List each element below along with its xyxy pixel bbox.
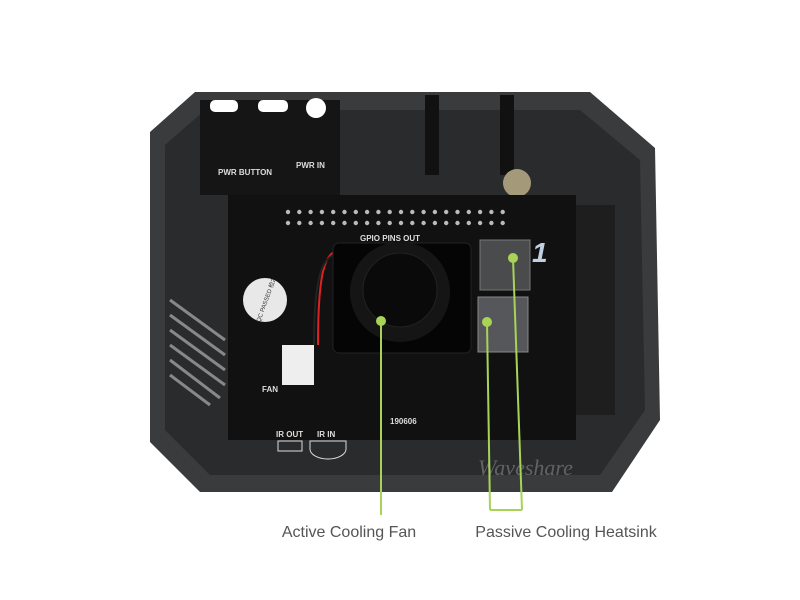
cooling-fan xyxy=(332,242,472,354)
qc-sticker: QC PASSED 检2 xyxy=(243,277,287,323)
gpio-pin xyxy=(353,209,358,215)
gpio-pin xyxy=(398,209,404,215)
gpio-pin xyxy=(331,220,336,226)
gpio-pin xyxy=(421,209,426,215)
pwr-button-label: PWR BUTTON xyxy=(218,168,272,177)
gpio-pin xyxy=(432,220,438,226)
gpio-pin xyxy=(387,220,392,226)
gpio-pin xyxy=(342,220,347,226)
gpio-pin xyxy=(308,220,313,226)
watermark: Waveshare xyxy=(478,455,573,480)
pwr-in-label: PWR IN xyxy=(296,161,325,170)
gpio-pin xyxy=(466,220,471,226)
gpio-pin xyxy=(500,209,505,215)
callout-lines xyxy=(376,253,523,515)
gpio-pin xyxy=(489,209,494,215)
gpio-pin xyxy=(466,209,471,215)
gpio-pin xyxy=(387,209,392,215)
gpio-pin xyxy=(477,209,483,215)
gpio-pin xyxy=(398,220,404,226)
gpio-pin xyxy=(353,220,358,226)
gpio-pin xyxy=(319,209,325,215)
gpio-pin xyxy=(331,209,336,215)
fan-label: FAN xyxy=(262,385,278,394)
gpio-pin xyxy=(455,209,460,215)
gpio-pin xyxy=(477,220,483,226)
gpio-pin xyxy=(410,220,415,226)
svg-text:1: 1 xyxy=(532,237,548,268)
gpio-label: GPIO PINS OUT xyxy=(360,234,420,243)
callout-heatsink-label: Passive Cooling Heatsink xyxy=(475,524,657,541)
callout-fan-label: Active Cooling Fan xyxy=(281,524,417,541)
ir-in-label: IR IN xyxy=(317,430,335,439)
gpio-pin xyxy=(297,209,302,215)
fan-connector xyxy=(282,345,314,385)
gpio-pin xyxy=(285,209,291,215)
gpio-pin xyxy=(444,220,449,226)
thermal-pad xyxy=(503,169,531,197)
gpio-ribbon xyxy=(575,205,615,415)
gpio-pin xyxy=(376,209,381,215)
gpio-pin xyxy=(421,220,426,226)
date-code: 190606 xyxy=(390,417,417,426)
gpio-pins xyxy=(285,209,505,226)
gpio-pin xyxy=(297,220,302,226)
ir-out-label: IR OUT xyxy=(276,430,303,439)
gpio-pin xyxy=(500,220,505,226)
gpio-pin xyxy=(319,220,325,226)
gpio-pin xyxy=(410,209,415,215)
gpio-pin xyxy=(364,220,370,226)
gpio-pin xyxy=(489,220,494,226)
gpio-pin xyxy=(364,209,370,215)
gpio-pin xyxy=(455,220,460,226)
heat-fins xyxy=(169,298,226,407)
gpio-pin xyxy=(342,209,347,215)
gpio-pin xyxy=(444,209,449,215)
gpio-pin xyxy=(285,220,291,226)
gpio-pin xyxy=(432,209,438,215)
gpio-pin xyxy=(308,209,313,215)
gpio-pin xyxy=(376,220,381,226)
